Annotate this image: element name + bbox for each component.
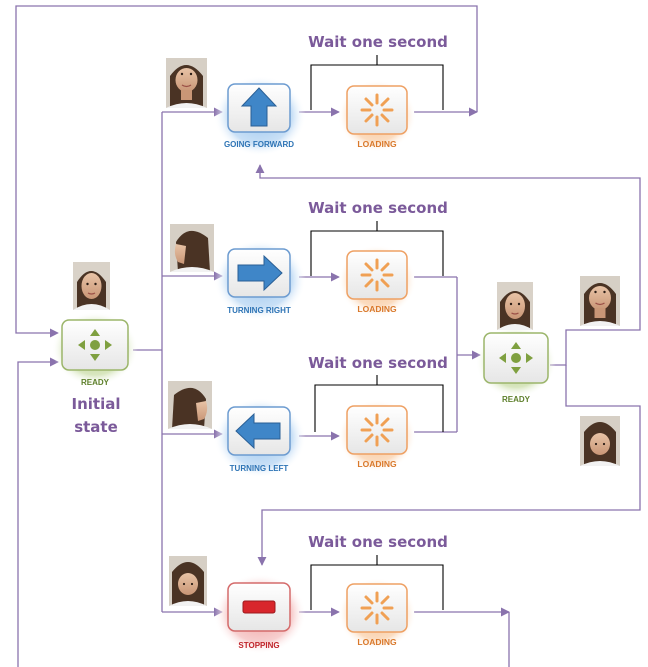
loading-box-right: LOADING <box>338 245 416 317</box>
going-forward-state: GOING FORWARD <box>214 76 306 156</box>
loading-label: LOADING <box>357 304 397 314</box>
wait-brackets <box>310 55 444 610</box>
wait-label-stopping: Wait one second <box>308 533 448 551</box>
connectors <box>15 5 641 667</box>
face-photos <box>73 58 620 606</box>
going-forward-label: GOING FORWARD <box>224 140 294 149</box>
arrow-up-icon <box>240 87 278 127</box>
face-initial-front <box>73 262 110 310</box>
face-left-profile <box>168 381 212 429</box>
arrows-joystick-icon <box>78 329 112 361</box>
face-merge-front <box>497 282 533 330</box>
initial-state-label-line2: state <box>74 418 118 436</box>
wait-label-forward: Wait one second <box>308 33 448 51</box>
loading-spinner-icon <box>360 413 394 447</box>
turning-right-label: TURNING RIGHT <box>227 306 291 315</box>
initial-ready-state: READY <box>52 312 138 387</box>
wait-label-left: Wait one second <box>308 354 448 372</box>
wait-label-right: Wait one second <box>308 199 448 217</box>
merge-ready-state: READY <box>476 326 556 404</box>
arrow-left-icon <box>235 412 281 450</box>
loading-box-forward: LOADING <box>338 80 416 152</box>
arrow-right-icon <box>237 254 283 292</box>
face-stopping-down <box>169 556 207 606</box>
arrows-joystick-icon <box>499 342 533 374</box>
loading-label: LOADING <box>357 139 397 149</box>
loading-box-left: LOADING <box>338 400 416 472</box>
loading-spinner-icon <box>360 591 394 625</box>
turning-left-label: TURNING LEFT <box>230 464 289 473</box>
loading-box-stopping: LOADING <box>338 578 416 650</box>
stop-bar-icon <box>242 600 276 614</box>
turning-right-state: TURNING RIGHT <box>214 240 306 320</box>
face-forward-up <box>166 58 207 108</box>
face-right-profile <box>170 224 214 272</box>
initial-state-label-line1: Initial <box>72 395 121 413</box>
loading-spinner-icon <box>360 93 394 127</box>
face-down-right <box>580 416 620 466</box>
merge-ready-label: READY <box>502 395 531 404</box>
loading-spinner-icon <box>360 258 394 292</box>
turning-left-state: TURNING LEFT <box>214 398 306 478</box>
loading-label: LOADING <box>357 459 397 469</box>
stopping-state: STOPPING <box>214 574 306 654</box>
face-up-right <box>580 276 620 326</box>
loading-label: LOADING <box>357 637 397 647</box>
initial-ready-label: READY <box>81 378 110 387</box>
stopping-label: STOPPING <box>238 641 279 650</box>
